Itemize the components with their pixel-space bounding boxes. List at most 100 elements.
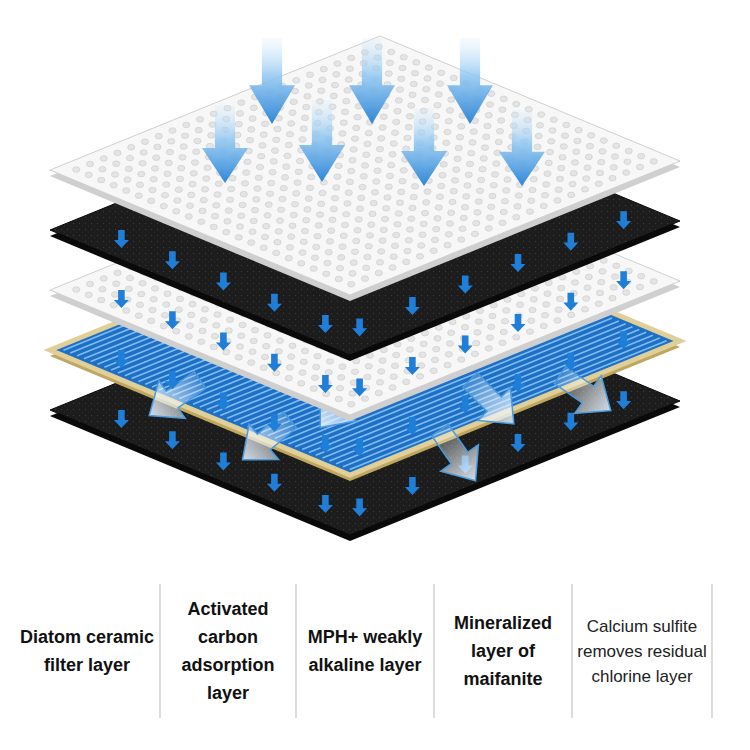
perforation <box>100 276 107 282</box>
perforation <box>210 224 217 230</box>
perforation <box>464 183 471 189</box>
perforation <box>149 187 156 193</box>
perforation <box>260 132 267 138</box>
perforation <box>586 143 593 149</box>
perforation <box>285 255 292 261</box>
perforation <box>213 323 220 329</box>
perforation <box>481 145 488 151</box>
perforation <box>599 149 606 155</box>
perforation <box>173 208 180 214</box>
perforation <box>326 359 333 365</box>
perforation <box>404 248 411 254</box>
perforation <box>411 70 418 76</box>
side-arrow <box>547 356 624 429</box>
perforation <box>423 200 430 206</box>
inflow-arrow <box>299 100 345 182</box>
perforation <box>350 147 357 153</box>
perforation <box>403 379 410 385</box>
perforation <box>188 192 195 198</box>
perforation <box>450 75 457 81</box>
perforation <box>343 211 350 217</box>
perforation <box>451 178 458 184</box>
perforation <box>381 216 388 222</box>
perforation <box>544 171 551 177</box>
perforation <box>250 338 257 344</box>
perforation <box>501 198 508 204</box>
perforation <box>270 159 277 165</box>
perforation <box>255 175 262 181</box>
perforation <box>405 124 412 130</box>
perforation <box>351 369 358 375</box>
perforation <box>240 191 247 197</box>
perforation <box>375 390 382 396</box>
perforation <box>393 352 400 358</box>
perforation <box>98 297 105 303</box>
perforation <box>571 160 578 166</box>
inflow-arrow <box>349 38 395 124</box>
flow-arrow <box>458 396 473 414</box>
perforation <box>330 206 337 212</box>
perforation <box>474 330 481 336</box>
perforation <box>394 108 401 114</box>
perforation <box>306 72 313 78</box>
perforation <box>449 199 456 205</box>
perforation <box>375 157 382 163</box>
perforation <box>348 55 355 61</box>
flow-arrow <box>267 294 282 312</box>
perforation <box>85 172 92 178</box>
flow-arrow <box>616 211 631 229</box>
flow-arrow <box>352 498 367 516</box>
perforation <box>410 194 417 200</box>
perforation <box>485 112 492 118</box>
perforation <box>141 139 148 145</box>
flow-arrow <box>165 251 180 269</box>
perforation <box>125 166 132 172</box>
perforation <box>389 265 396 271</box>
perforation <box>436 81 443 87</box>
perforation <box>295 169 302 175</box>
perforation <box>351 136 358 142</box>
perforation <box>488 324 495 330</box>
perforation <box>445 232 452 238</box>
perforation <box>439 172 446 178</box>
perforation <box>289 223 296 229</box>
perforation <box>333 185 340 191</box>
perforation <box>529 187 536 193</box>
flow-arrow <box>114 290 129 308</box>
perforation <box>290 212 297 218</box>
flow-arrow <box>318 315 333 333</box>
perforation <box>169 128 176 134</box>
perforation <box>273 137 280 143</box>
perforation <box>399 178 406 184</box>
perforation <box>424 76 431 82</box>
flow-arrows <box>202 38 545 186</box>
perforation <box>250 105 257 111</box>
perforation <box>555 307 562 313</box>
perforation <box>361 396 368 402</box>
perforation <box>323 271 330 277</box>
perforation <box>419 352 426 358</box>
perforation <box>501 318 508 324</box>
perforation <box>486 215 493 221</box>
perforation <box>409 92 416 98</box>
perforation <box>588 133 595 139</box>
perforation <box>319 190 326 196</box>
perforation <box>395 211 402 217</box>
perforation <box>394 221 401 227</box>
perforation <box>368 222 375 228</box>
perforation <box>300 359 307 365</box>
perforation <box>226 197 233 203</box>
perforation <box>305 196 312 202</box>
perforation <box>463 194 470 200</box>
perforation <box>535 133 542 139</box>
perforation <box>261 121 268 127</box>
perforation <box>365 363 372 369</box>
flow-arrow <box>114 230 129 248</box>
perforation <box>264 213 271 219</box>
perforation <box>140 150 147 156</box>
perforation <box>243 170 250 176</box>
perforation <box>516 302 523 308</box>
perforation <box>198 219 205 225</box>
perforation <box>275 349 282 355</box>
